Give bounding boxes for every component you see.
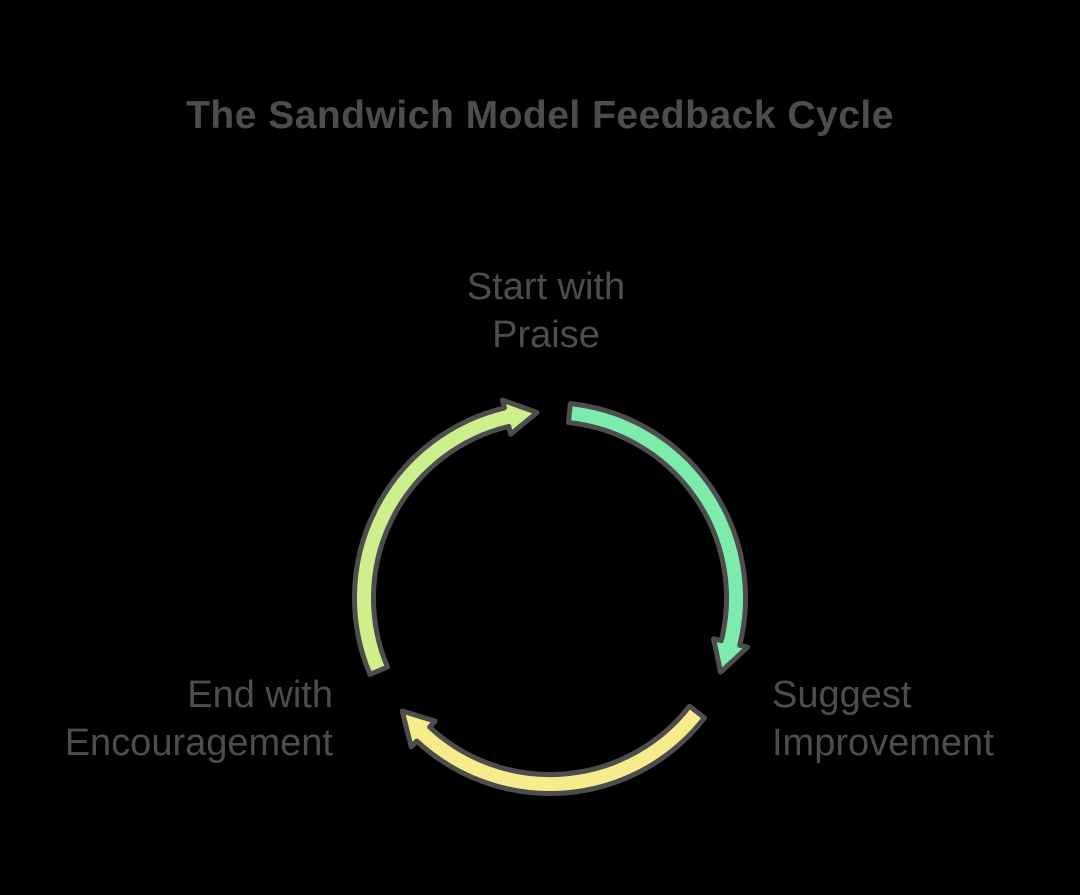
node-start-line-1: Start with xyxy=(466,266,626,308)
node-label-suggest-improvement: Suggest Improvement xyxy=(772,671,994,767)
node-label-end-with-encouragement: End with Encouragement xyxy=(65,671,333,767)
node-label-start-with-praise: Start with Praise xyxy=(346,263,746,359)
node-suggest-line-2: Improvement xyxy=(772,722,994,764)
node-end-line-2: Encouragement xyxy=(64,722,333,764)
arrow-praise-to-improvement xyxy=(565,401,750,675)
node-start-line-2: Praise xyxy=(492,314,600,356)
node-suggest-line-1: Suggest xyxy=(772,674,912,716)
diagram-title: The Sandwich Model Feedback Cycle xyxy=(186,94,894,137)
node-end-line-1: End with xyxy=(187,674,333,716)
arrow-improvement-to-encouragement xyxy=(399,703,707,796)
arrow-encouragement-to-praise xyxy=(351,397,540,677)
